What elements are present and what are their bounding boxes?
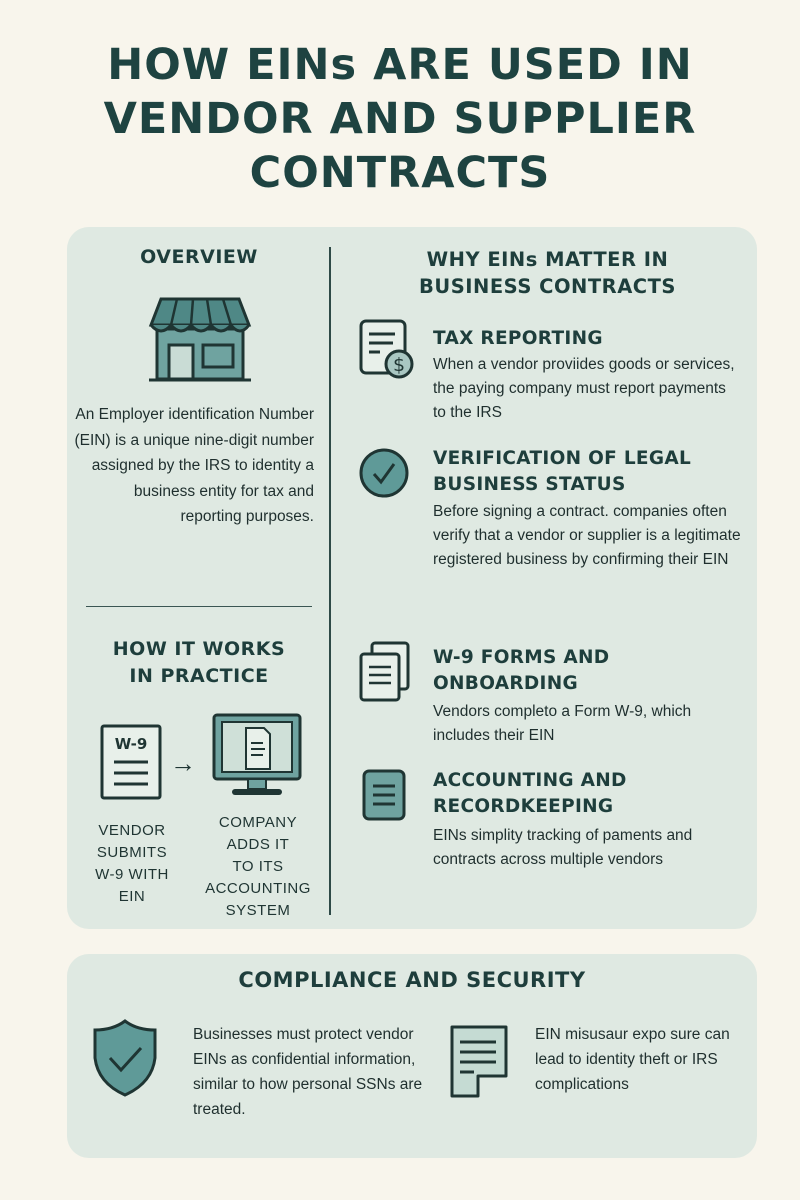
item-title-line: BUSINESS STATUS — [433, 474, 626, 495]
svg-text:W-9: W-9 — [115, 735, 148, 753]
title-line-3: CONTRACTS — [249, 148, 551, 198]
how-it-works-heading: HOW IT WORKS IN PRACTICE — [70, 636, 328, 690]
step-1-line: EIN — [118, 888, 146, 905]
computer-monitor-icon — [212, 713, 302, 804]
step-2-line: ACCOUNTING — [205, 880, 311, 897]
overview-divider — [86, 606, 312, 607]
item-title-line: ACCOUNTING AND — [433, 770, 627, 791]
item-title-line: W-9 FORMS AND — [433, 647, 610, 668]
step-2-line: ADDS IT — [226, 836, 290, 853]
compliance-heading: COMPLIANCE AND SECURITY — [238, 968, 586, 992]
step-vendor-submits: VENDOR SUBMITS W-9 WITH EIN — [82, 820, 182, 908]
document-icon — [448, 1024, 510, 1105]
item-text-verification: Before signing a contract. companies oft… — [433, 503, 741, 568]
step-1-line: W-9 WITH — [95, 866, 169, 883]
arrow-right-icon: → — [170, 748, 196, 778]
w9-form-icon: W-9 — [100, 724, 162, 805]
step-2-line: TO ITS — [232, 858, 284, 875]
tax-document-dollar-icon: $ — [358, 318, 416, 385]
overview-description: An Employer identification Number (EIN) … — [74, 406, 314, 525]
shield-check-icon — [92, 1018, 158, 1103]
item-text-w9-forms: Vendors completo a Form W-9, which inclu… — [433, 703, 692, 744]
step-company-adds: COMPANY ADDS IT TO ITS ACCOUNTING SYSTEM — [198, 812, 318, 922]
why-heading-line-2: BUSINESS CONTRACTS — [419, 275, 676, 298]
compliance-card — [67, 954, 757, 1158]
item-title-accounting: ACCOUNTING AND RECORDKEEPING — [433, 768, 627, 820]
step-2-line: SYSTEM — [225, 902, 291, 919]
how-heading-line-2: IN PRACTICE — [129, 665, 269, 687]
item-title-line: RECORDKEEPING — [433, 796, 614, 817]
column-divider — [329, 247, 331, 915]
compliance-text-misuse: EIN misusaur expo sure can lead to ident… — [535, 1026, 730, 1093]
item-title-line: VERIFICATION OF LEGAL — [433, 448, 692, 469]
ledger-icon — [361, 768, 407, 827]
step-1-line: SUBMITS — [96, 844, 168, 861]
page-title: HOW EINs ARE USED IN VENDOR AND SUPPLIER… — [0, 38, 800, 200]
item-title-tax-reporting: TAX REPORTING — [433, 326, 603, 352]
item-text-accounting: EINs simplity tracking of paments and co… — [433, 827, 693, 868]
item-title-line: ONBOARDING — [433, 673, 579, 694]
item-text-tax-reporting: When a vendor proviides goods or service… — [433, 356, 735, 421]
item-title-line: TAX REPORTING — [433, 328, 603, 349]
overview-heading: OVERVIEW — [140, 246, 258, 268]
storefront-icon — [147, 295, 253, 388]
stacked-documents-icon — [358, 640, 412, 707]
why-eins-matter-heading: WHY EINs MATTER IN BUSINESS CONTRACTS — [340, 246, 755, 300]
item-title-w9-forms: W-9 FORMS AND ONBOARDING — [433, 645, 609, 697]
title-line-2: VENDOR AND SUPPLIER — [103, 94, 697, 144]
title-line-1: HOW EINs ARE USED IN — [107, 40, 693, 90]
how-heading-line-1: HOW IT WORKS — [112, 638, 286, 660]
check-circle-icon — [358, 447, 410, 504]
svg-text:$: $ — [393, 354, 405, 376]
compliance-text-protect: Businesses must protect vendor EINs as c… — [193, 1026, 423, 1118]
step-2-line: COMPANY — [218, 814, 298, 831]
item-title-verification: VERIFICATION OF LEGAL BUSINESS STATUS — [433, 446, 691, 498]
step-1-line: VENDOR — [98, 822, 166, 839]
why-heading-line-1: WHY EINs MATTER IN — [426, 248, 669, 271]
